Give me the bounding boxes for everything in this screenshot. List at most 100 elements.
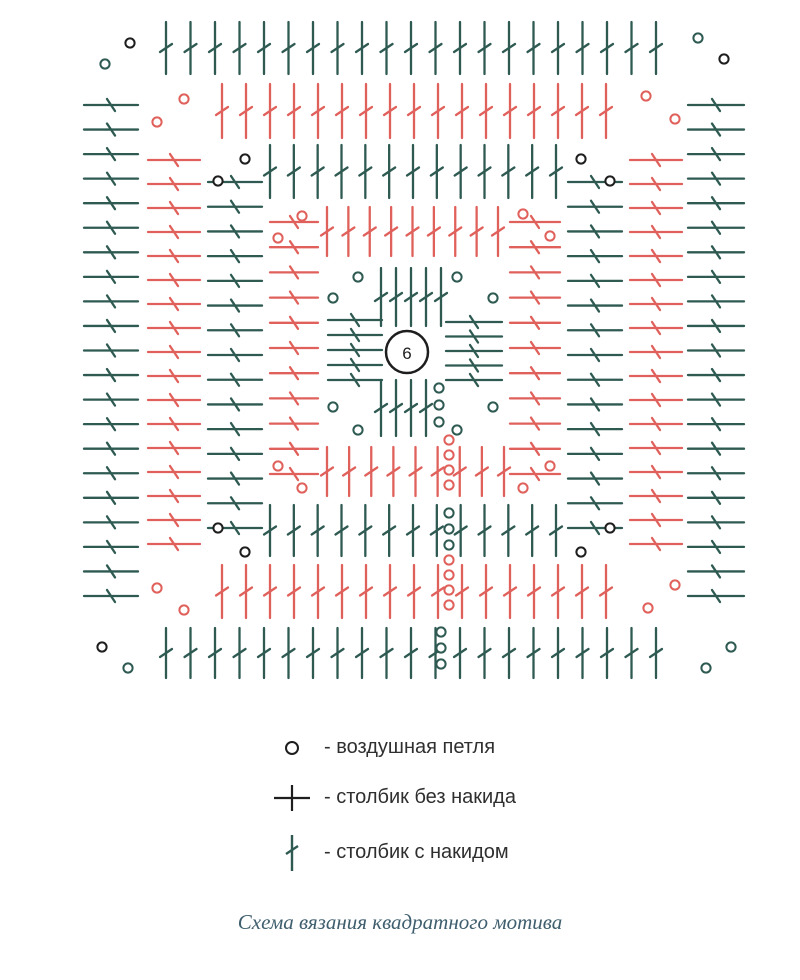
stitch-bar: [650, 392, 662, 408]
stitch-bar: [262, 525, 278, 536]
legend-label-single-crochet: - столбик без накида: [324, 786, 516, 808]
stitch-bar: [650, 152, 662, 168]
stitch-bar: [288, 441, 300, 456]
legend-item-double-crochet: - столбик с накидом: [270, 833, 690, 873]
stitch-bar: [589, 372, 601, 387]
stitch-bar: [468, 372, 480, 388]
stitch-bar: [589, 397, 601, 412]
chain-stitch: [122, 662, 134, 674]
stitch-bar: [428, 42, 443, 54]
stitch-bar: [454, 586, 470, 597]
stitch-bar: [650, 296, 662, 312]
stitch-bar: [105, 196, 117, 211]
stitch-bar: [501, 525, 516, 536]
chain-stitch: [96, 641, 108, 653]
stitch-bar: [105, 515, 117, 530]
stitch-bar: [288, 315, 300, 330]
stitch-bar: [477, 525, 492, 536]
stitch-bar: [262, 166, 278, 177]
stitch-bar: [403, 291, 419, 303]
stitch-bar: [429, 166, 444, 177]
legend-item-chain: - воздушная петля: [270, 728, 690, 768]
stitch-bar: [468, 343, 480, 359]
chain-stitch: [604, 522, 616, 534]
chain-stitch: [544, 230, 556, 242]
stitch-bar: [305, 42, 321, 54]
stitch-bar: [105, 294, 117, 309]
chain-stitch: [296, 482, 308, 494]
chain-stitch: [239, 546, 251, 558]
stitch-bar: [453, 525, 468, 536]
stitch-bar: [502, 105, 518, 117]
stitch-bar: [382, 105, 398, 117]
chain-stitch: [642, 602, 654, 614]
stitch-bar: [232, 647, 247, 659]
chain-stitch: [487, 292, 499, 304]
chain-stitch: [239, 153, 251, 165]
stitch-bar: [105, 122, 117, 137]
stitch-bar: [262, 586, 278, 597]
double-crochet-icon: [285, 835, 299, 871]
stitch-bar: [710, 466, 722, 481]
stitch-bar: [288, 466, 300, 482]
stitch-bar: [589, 347, 601, 363]
stitch-bar: [589, 471, 601, 486]
stitch-bar: [330, 647, 345, 659]
stitch-bar: [550, 586, 566, 597]
stitch-bar: [405, 525, 421, 536]
chain-stitch: [272, 232, 284, 244]
stitch-bar: [710, 294, 722, 309]
stitch-bar: [403, 42, 419, 54]
stitch-bar: [168, 224, 180, 240]
stitch-bar: [310, 105, 326, 117]
chain-stitch: [443, 479, 455, 491]
stitch-bar: [168, 272, 180, 288]
stitch-bar: [349, 312, 361, 328]
stitch-bar: [232, 42, 247, 54]
stitch-bar: [105, 318, 117, 334]
legend-label-double-crochet: - столбик с накидом: [324, 841, 509, 863]
stitch-bar: [256, 42, 272, 54]
stitch-bar: [650, 176, 662, 192]
center-ring: 6: [384, 329, 430, 375]
stitch-bar: [229, 199, 241, 214]
stitch-bar: [382, 586, 398, 597]
chain-stitch: [700, 662, 712, 674]
stitch-bar: [526, 647, 541, 659]
stitch-bar: [388, 291, 404, 303]
chain-stitch: [433, 382, 445, 394]
round-4: [146, 82, 684, 620]
stitch-bar: [207, 42, 223, 54]
stitch-bar: [525, 525, 540, 536]
stitch-bar: [168, 200, 180, 216]
chain-stitch: [443, 507, 455, 519]
stitch-bar: [364, 466, 379, 477]
stitch-bar: [589, 273, 601, 289]
stitch-bar: [105, 245, 117, 260]
stitch-bar: [229, 174, 241, 190]
stitch-bar: [589, 298, 601, 313]
stitch-bar: [650, 320, 662, 336]
stitch-bar: [710, 171, 722, 186]
stitch-bar: [362, 226, 377, 237]
stitch-bar: [168, 512, 180, 528]
stitch-bar: [229, 224, 241, 239]
stitch-bar: [408, 466, 423, 477]
single-crochet-icon: [274, 785, 310, 811]
stitch-bar: [529, 366, 541, 381]
chain-stitch: [178, 93, 190, 105]
stitch-bar: [468, 314, 480, 330]
stitch-bar: [478, 105, 494, 117]
chain-stitch: [443, 569, 455, 581]
chain-stitch: [451, 271, 463, 283]
stitch-bar: [650, 536, 662, 552]
stitch-bar: [501, 647, 517, 659]
stitch-bar: [650, 416, 662, 432]
stitch-bar: [373, 402, 389, 414]
stitch-bar: [477, 166, 492, 177]
stitch-bar: [214, 586, 230, 597]
stitch-bar: [710, 416, 722, 432]
legend-item-single-crochet: - столбик без накида: [270, 778, 690, 818]
stitch-bar: [207, 647, 223, 659]
